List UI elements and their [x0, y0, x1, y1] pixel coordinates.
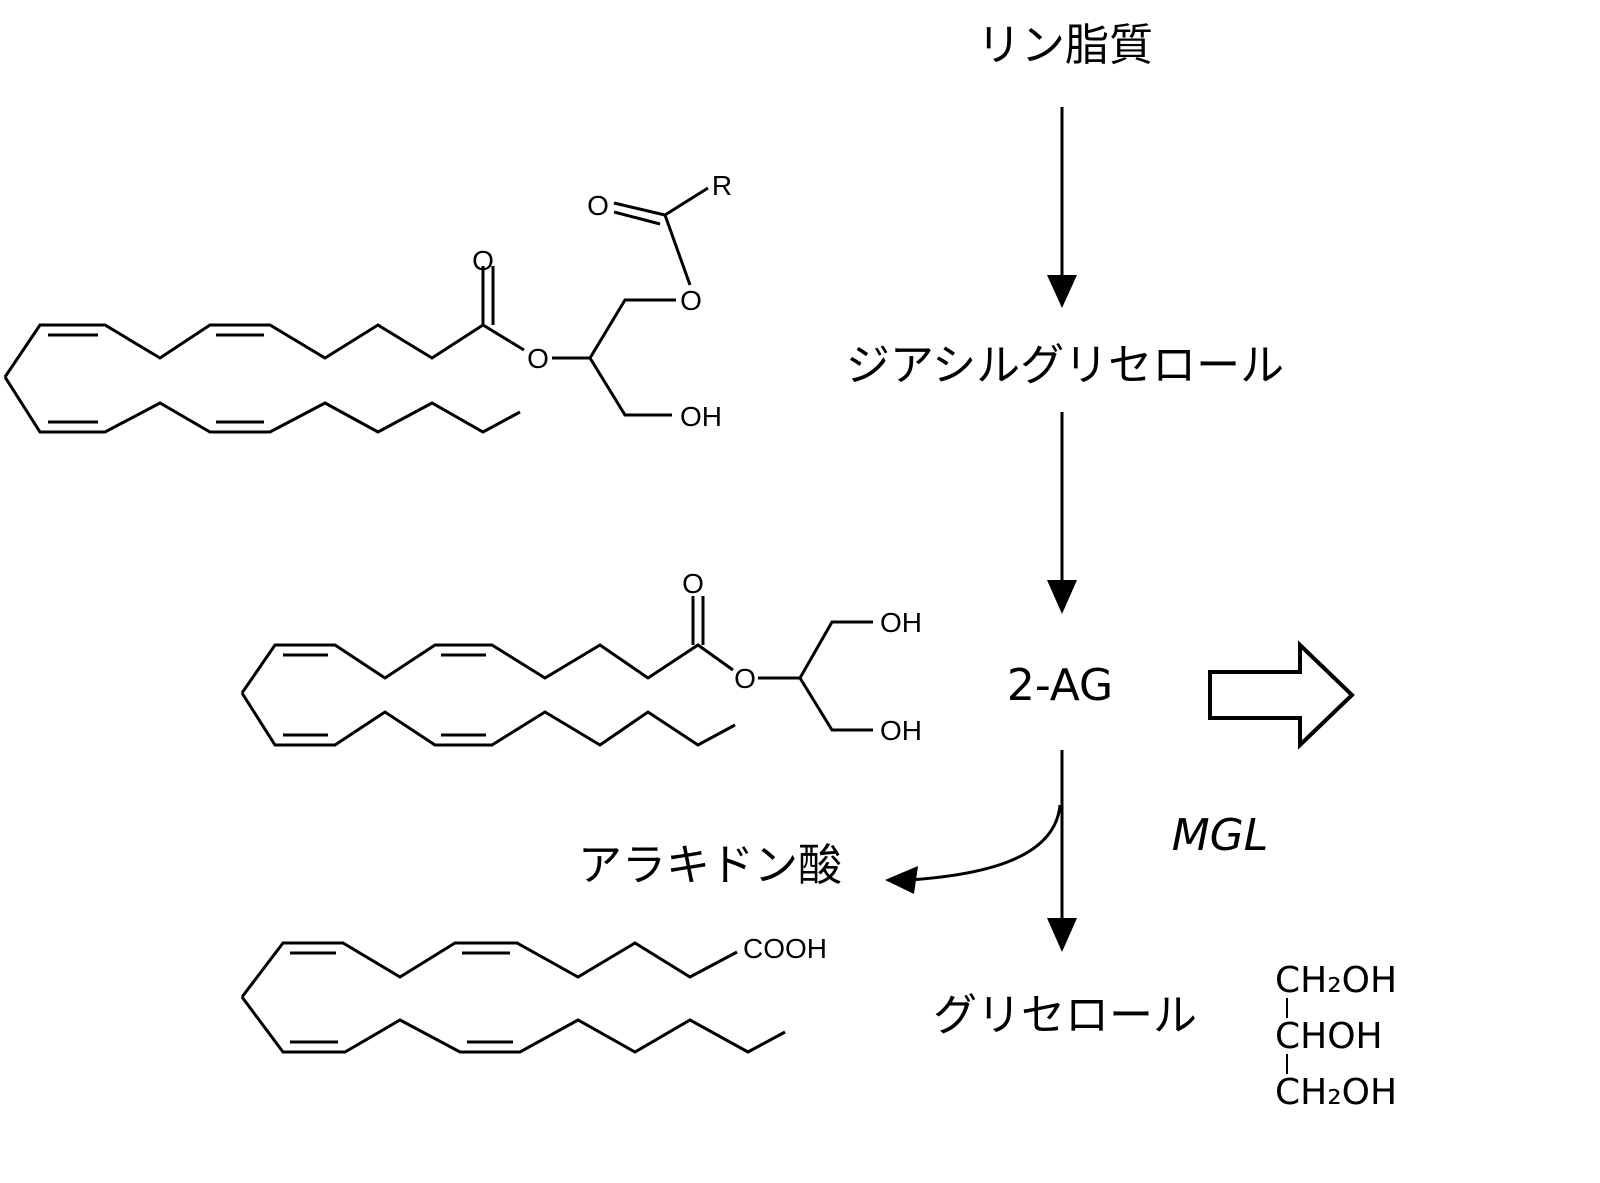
arrowhead-icon — [885, 866, 918, 894]
atom-r: R — [712, 170, 732, 201]
block-arrow-icon — [1208, 640, 1355, 750]
atom-oh: OH — [680, 401, 722, 432]
label-2ag: 2-AG — [1007, 660, 1113, 711]
atom-o: O — [527, 343, 549, 374]
label-glycerol: グリセロール — [933, 990, 1197, 1041]
atom-cooh: COOH — [743, 933, 827, 964]
arrowhead-icon — [1047, 918, 1077, 952]
label-diacylglycerol: ジアシルグリセロール — [846, 340, 1284, 391]
atom-o: O — [587, 190, 609, 221]
two-ag-structure: O O OH OH — [240, 568, 922, 747]
formula-line: CHOH — [1275, 1016, 1383, 1057]
label-phospholipid: リン脂質 — [977, 20, 1153, 71]
atom-oh: OH — [880, 607, 922, 638]
glycerol-formula: CH₂OH CHOH CH₂OH — [1275, 960, 1397, 1113]
formula-line: CH₂OH — [1275, 960, 1397, 1001]
label-mgl-enzyme: MGL — [1172, 810, 1269, 861]
label-arachidonic-acid: アラキドン酸 — [578, 840, 842, 891]
diacylglycerol-structure: O O O O R OH — [3, 170, 732, 434]
arrow-2ag-to-arachidonic-acid — [909, 804, 1062, 882]
arrowhead-icon — [1047, 275, 1077, 308]
atom-oh: OH — [880, 715, 922, 746]
reaction-arrows — [885, 107, 1355, 952]
atom-o: O — [682, 568, 704, 599]
formula-line: CH₂OH — [1275, 1072, 1397, 1113]
atom-o: O — [472, 245, 494, 276]
arachidonic-acid-structure: COOH — [240, 933, 827, 1054]
atom-o: O — [680, 285, 702, 316]
arrowhead-icon — [1047, 580, 1077, 614]
atom-o: O — [734, 663, 756, 694]
